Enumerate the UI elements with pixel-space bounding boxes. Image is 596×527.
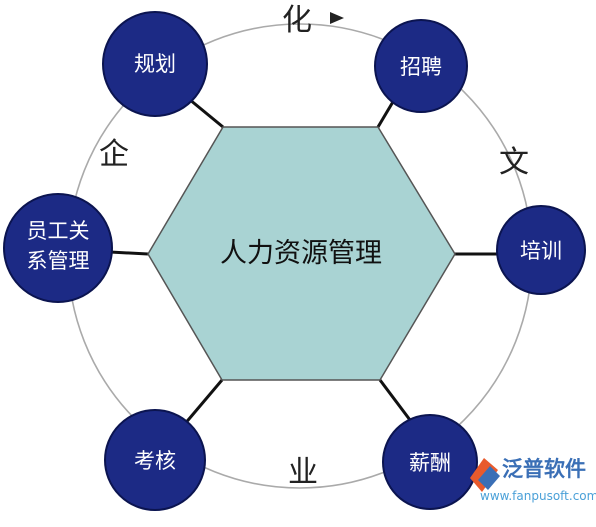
connector-employee-relations bbox=[109, 250, 149, 256]
ring-char-3: 业 bbox=[288, 455, 318, 490]
node-compensation-label: 薪酬 bbox=[409, 451, 451, 475]
node-planning-label: 规划 bbox=[134, 52, 176, 76]
node-training-label: 培训 bbox=[520, 239, 562, 263]
fanpu-logo-icon bbox=[470, 458, 500, 492]
node-training: 培训 bbox=[496, 205, 586, 295]
watermark: 泛普软件 www.fanpusoft.com bbox=[470, 457, 596, 503]
ring-arrow-icon bbox=[330, 12, 344, 24]
node-employee-relations-label-line2: 系管理 bbox=[27, 249, 90, 273]
node-employee-relations-circle bbox=[3, 193, 113, 303]
node-appraisal: 考核 bbox=[104, 409, 206, 511]
node-recruiting: 招聘 bbox=[374, 19, 468, 113]
node-recruiting-label: 招聘 bbox=[400, 55, 442, 79]
watermark-url: www.fanpusoft.com bbox=[480, 489, 596, 503]
center-hexagon bbox=[147, 126, 456, 381]
watermark-brand: 泛普软件 bbox=[502, 457, 586, 481]
node-appraisal-circle bbox=[104, 409, 206, 511]
node-training-circle bbox=[496, 205, 586, 295]
node-compensation-circle bbox=[382, 414, 478, 510]
ring-char-2: 文 bbox=[499, 145, 529, 180]
node-planning: 规划 bbox=[102, 11, 208, 117]
node-employee-relations-label-line1: 员工关 bbox=[27, 219, 90, 243]
node-appraisal-label: 考核 bbox=[134, 449, 176, 473]
center-label: 人力资源管理 bbox=[220, 238, 382, 269]
node-compensation: 薪酬 bbox=[382, 414, 478, 510]
ring-char-1: 化 bbox=[282, 3, 312, 38]
ring-char-4: 企 bbox=[99, 137, 129, 172]
node-planning-circle bbox=[102, 11, 208, 117]
node-employee-relations: 员工关 系管理 bbox=[3, 193, 113, 303]
node-recruiting-circle bbox=[374, 19, 468, 113]
